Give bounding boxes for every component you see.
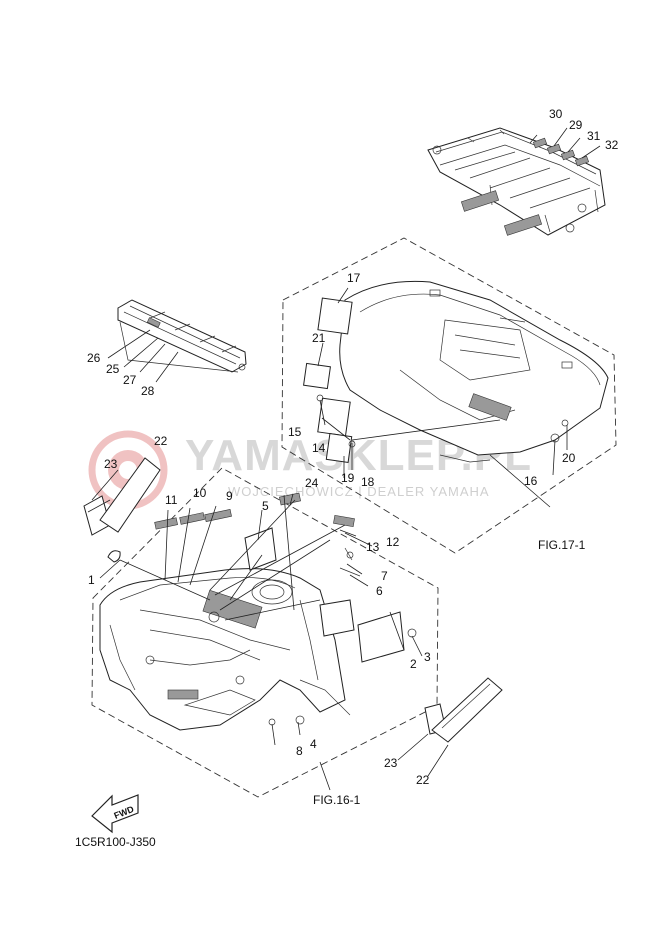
- callout-32: 32: [605, 138, 619, 152]
- callout-29: 29: [569, 118, 583, 132]
- callout-16: 16: [524, 474, 538, 488]
- callout-15: 15: [288, 425, 302, 439]
- callout-27: 27: [123, 373, 137, 387]
- callout-labels: 1 2 3 4 5 6 7 8 9 10 11 12 13 14 15 16 1…: [87, 107, 619, 787]
- callout-3: 3: [424, 650, 431, 664]
- callout-12: 12: [386, 535, 400, 549]
- callout-30: 30: [549, 107, 563, 121]
- callout-10: 10: [193, 486, 207, 500]
- callout-4: 4: [310, 737, 317, 751]
- figure-ref-rear: FIG.17-1: [538, 538, 586, 552]
- callout-17: 17: [347, 271, 361, 285]
- callout-14: 14: [312, 441, 326, 455]
- callout-8: 8: [296, 744, 303, 758]
- watermark-subtitle: WOJCIECHOWICZ | DEALER YAMAHA: [228, 484, 490, 499]
- callout-5: 5: [262, 499, 269, 513]
- callout-31: 31: [587, 129, 601, 143]
- callout-22b: 22: [416, 773, 430, 787]
- callout-28: 28: [141, 384, 155, 398]
- diagram-code: 1C5R100-J350: [75, 835, 156, 849]
- rear-rack-decals: [532, 137, 590, 167]
- figure-ref-front: FIG.16-1: [313, 793, 361, 807]
- rear-fender-group-outline: [281, 237, 617, 554]
- callout-2: 2: [410, 657, 417, 671]
- callout-6: 6: [376, 584, 383, 598]
- callout-23b: 23: [384, 756, 398, 770]
- rear-rack: [427, 127, 606, 236]
- callout-18: 18: [361, 475, 375, 489]
- front-rack: [117, 299, 247, 373]
- rear-fender: [339, 280, 609, 463]
- callout-21: 21: [312, 331, 326, 345]
- callout-9: 9: [226, 489, 233, 503]
- callout-20: 20: [562, 451, 576, 465]
- front-fender: [99, 568, 351, 731]
- callout-22a: 22: [154, 434, 168, 448]
- side-decals: [424, 677, 503, 743]
- callout-7: 7: [381, 569, 388, 583]
- front-leaders: [87, 469, 449, 791]
- callout-13: 13: [366, 540, 380, 554]
- callout-1: 1: [88, 573, 95, 587]
- callout-24: 24: [305, 476, 319, 490]
- fwd-arrow-icon: FWD: [91, 794, 139, 834]
- callout-26: 26: [87, 351, 101, 365]
- callout-23a: 23: [104, 457, 118, 471]
- front-decals: [83, 457, 417, 726]
- callout-19: 19: [341, 471, 355, 485]
- callout-11: 11: [165, 493, 178, 507]
- callout-25: 25: [106, 362, 120, 376]
- rear-leaders: [107, 127, 601, 508]
- front-fender-group-outline: [91, 467, 439, 798]
